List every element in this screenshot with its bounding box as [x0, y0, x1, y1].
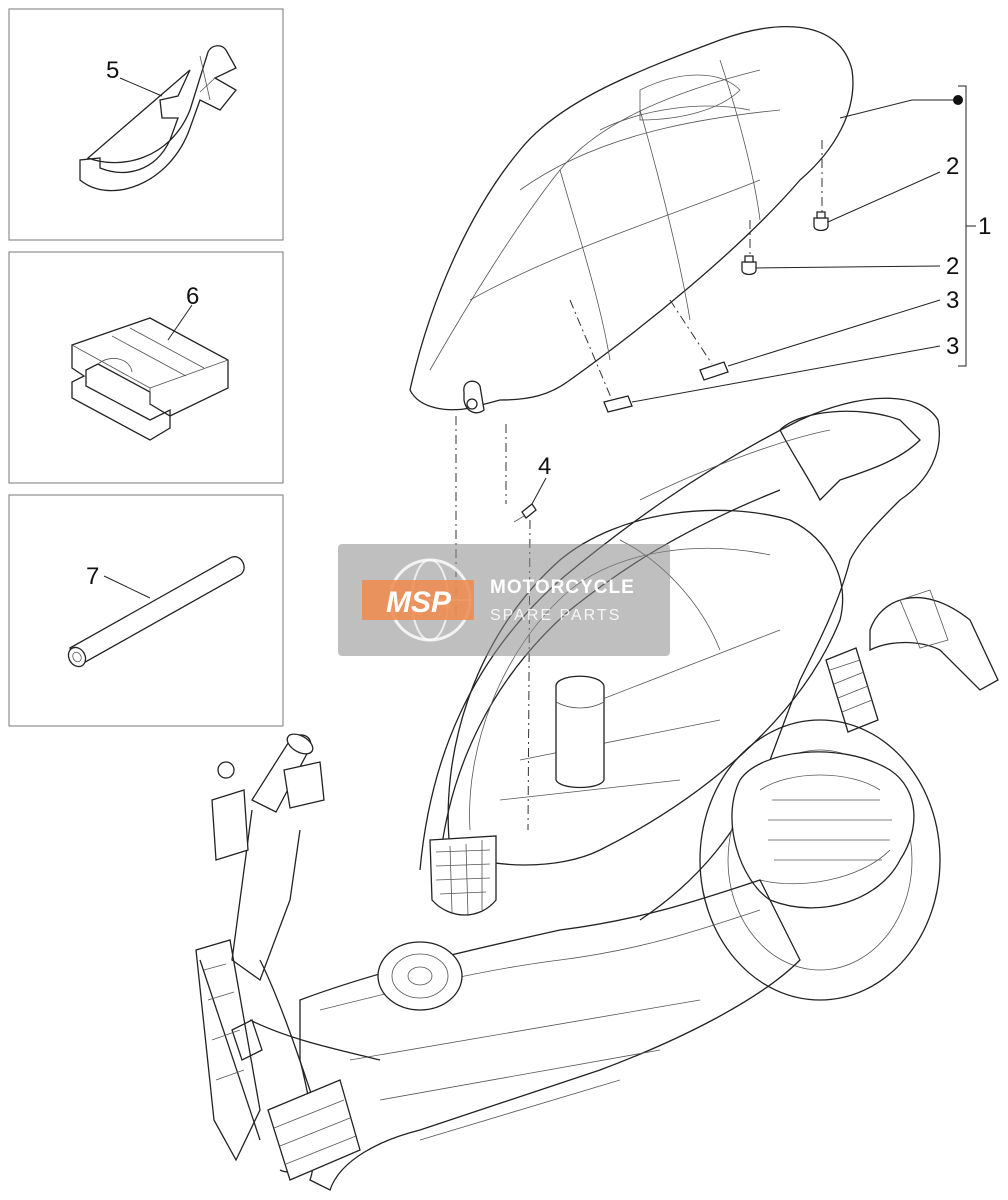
seat-pad-a: 3 [699, 287, 959, 381]
callout-2b: 2 [946, 253, 959, 280]
watermark-logo: MSP [386, 586, 452, 619]
seat [409, 26, 854, 414]
watermark-line2: SPARE PARTS [490, 607, 621, 624]
seat-bumper-a: 2 [813, 153, 959, 232]
inset-box-7: 7 [8, 494, 284, 727]
scooter-frame [195, 397, 999, 1191]
callout-5: 5 [106, 57, 119, 84]
callout-2a: 2 [946, 153, 959, 180]
inset-box-5: 5 [8, 8, 284, 241]
callout-3b: 3 [946, 333, 959, 360]
callout-3a: 3 [946, 287, 959, 314]
seat-pad-b: 3 [603, 333, 959, 413]
screw: 4 [513, 453, 551, 523]
watermark-line1: MOTORCYCLE [490, 577, 635, 598]
watermark: MSP MOTORCYCLE SPARE PARTS [338, 544, 670, 656]
callout-1: 1 [978, 213, 991, 240]
seat-bumper-b: 2 [741, 253, 959, 280]
callout-4: 4 [538, 453, 551, 480]
reference-dot [953, 95, 963, 105]
callout-7: 7 [86, 563, 99, 590]
callout-6: 6 [186, 283, 199, 310]
callout-1-bracket: 1 [839, 85, 991, 367]
inset-box-6: 6 [8, 251, 284, 484]
